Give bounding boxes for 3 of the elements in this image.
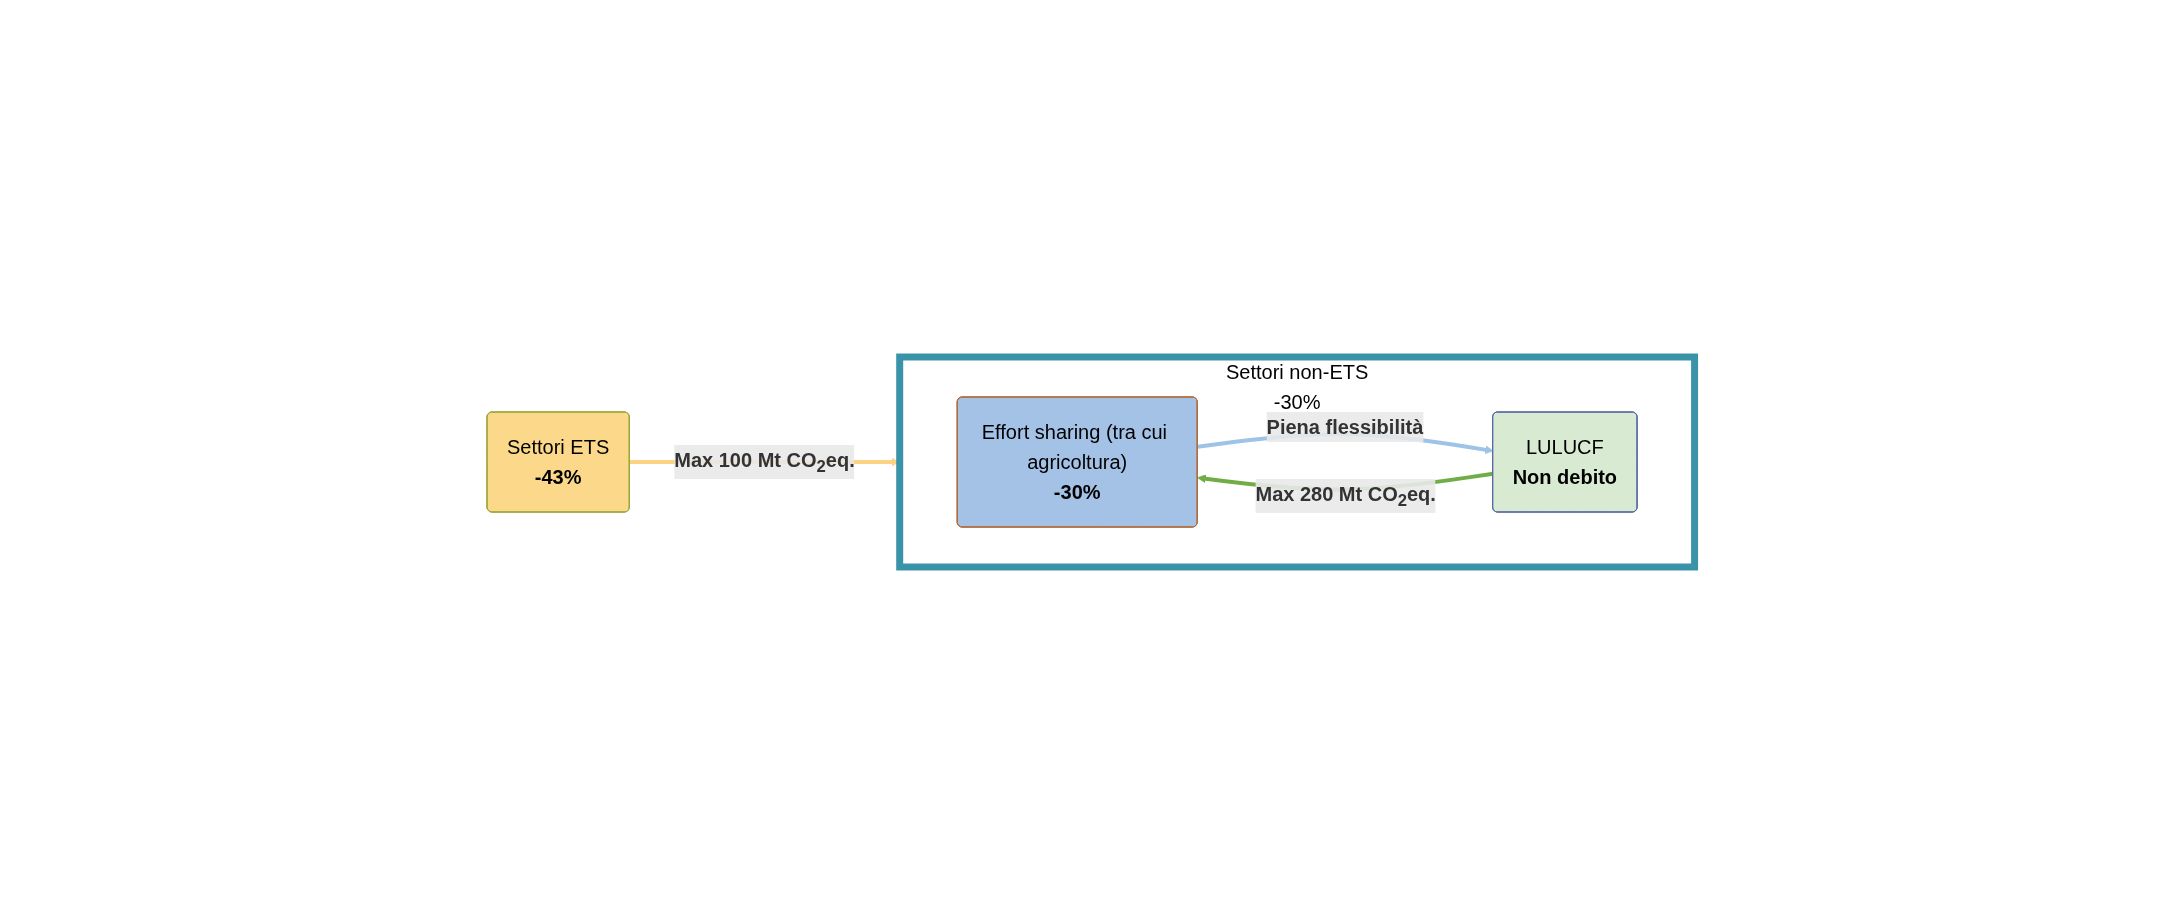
edge-label: Max 280 Mt CO$_{2}$eq. <box>1255 482 1437 510</box>
edge-label: Piena flessibilità <box>1266 416 1424 438</box>
edge-label: Max 100 Mt CO$_{2}$eq. <box>674 449 855 476</box>
